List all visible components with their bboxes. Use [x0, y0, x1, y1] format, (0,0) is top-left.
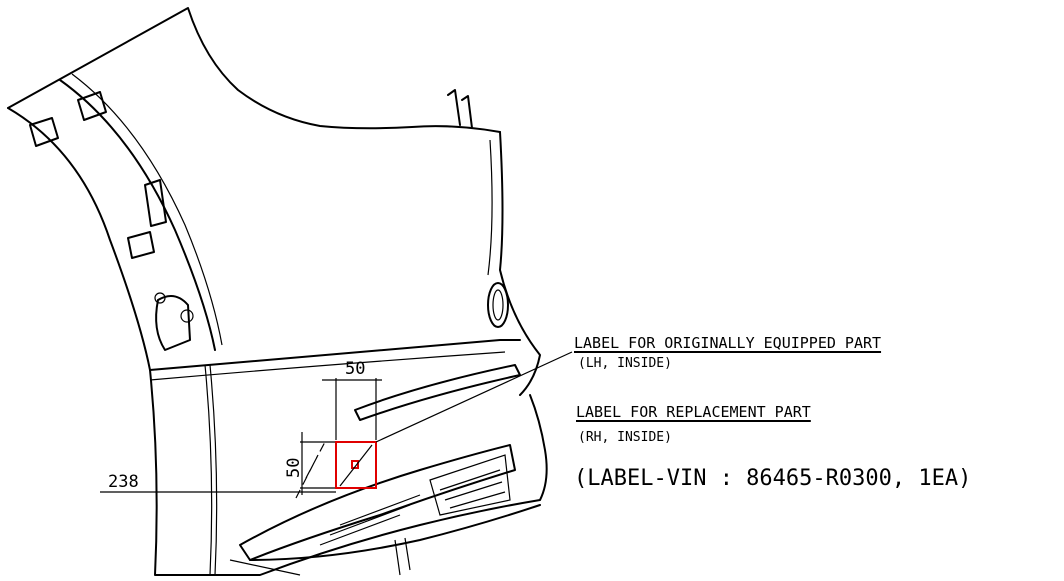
hidden-label-outline: [295, 439, 327, 499]
belt-line: [149, 339, 521, 371]
leader-line: [375, 351, 573, 443]
panel-right-edge: [499, 131, 541, 396]
fender-top-edge: [7, 7, 501, 133]
fender-arch-outer: [7, 107, 151, 371]
clip-feature: [29, 117, 59, 147]
original-label-title: LABEL FOR ORIGINALLY EQUIPPED PART: [574, 334, 882, 352]
dim-height-label: 50: [284, 458, 304, 478]
replacement-label-title: LABEL FOR REPLACEMENT PART: [576, 403, 811, 421]
lower-grille: [239, 444, 516, 561]
fender-arch-inner: [59, 79, 216, 351]
top-tab: [447, 89, 473, 129]
bumper-lower-edge: [149, 369, 548, 576]
original-label-position: (LH, INSIDE): [578, 356, 672, 371]
side-hole: [487, 282, 509, 328]
character-line: [354, 364, 521, 421]
dim-width-label: 50: [345, 359, 365, 379]
part-spec: (LABEL-VIN : 86465-R0300, 1EA): [574, 466, 972, 491]
label-location-marker: [335, 441, 377, 489]
replacement-label-position: (RH, INSIDE): [578, 430, 672, 445]
dim-offset-label: 238: [108, 472, 139, 492]
